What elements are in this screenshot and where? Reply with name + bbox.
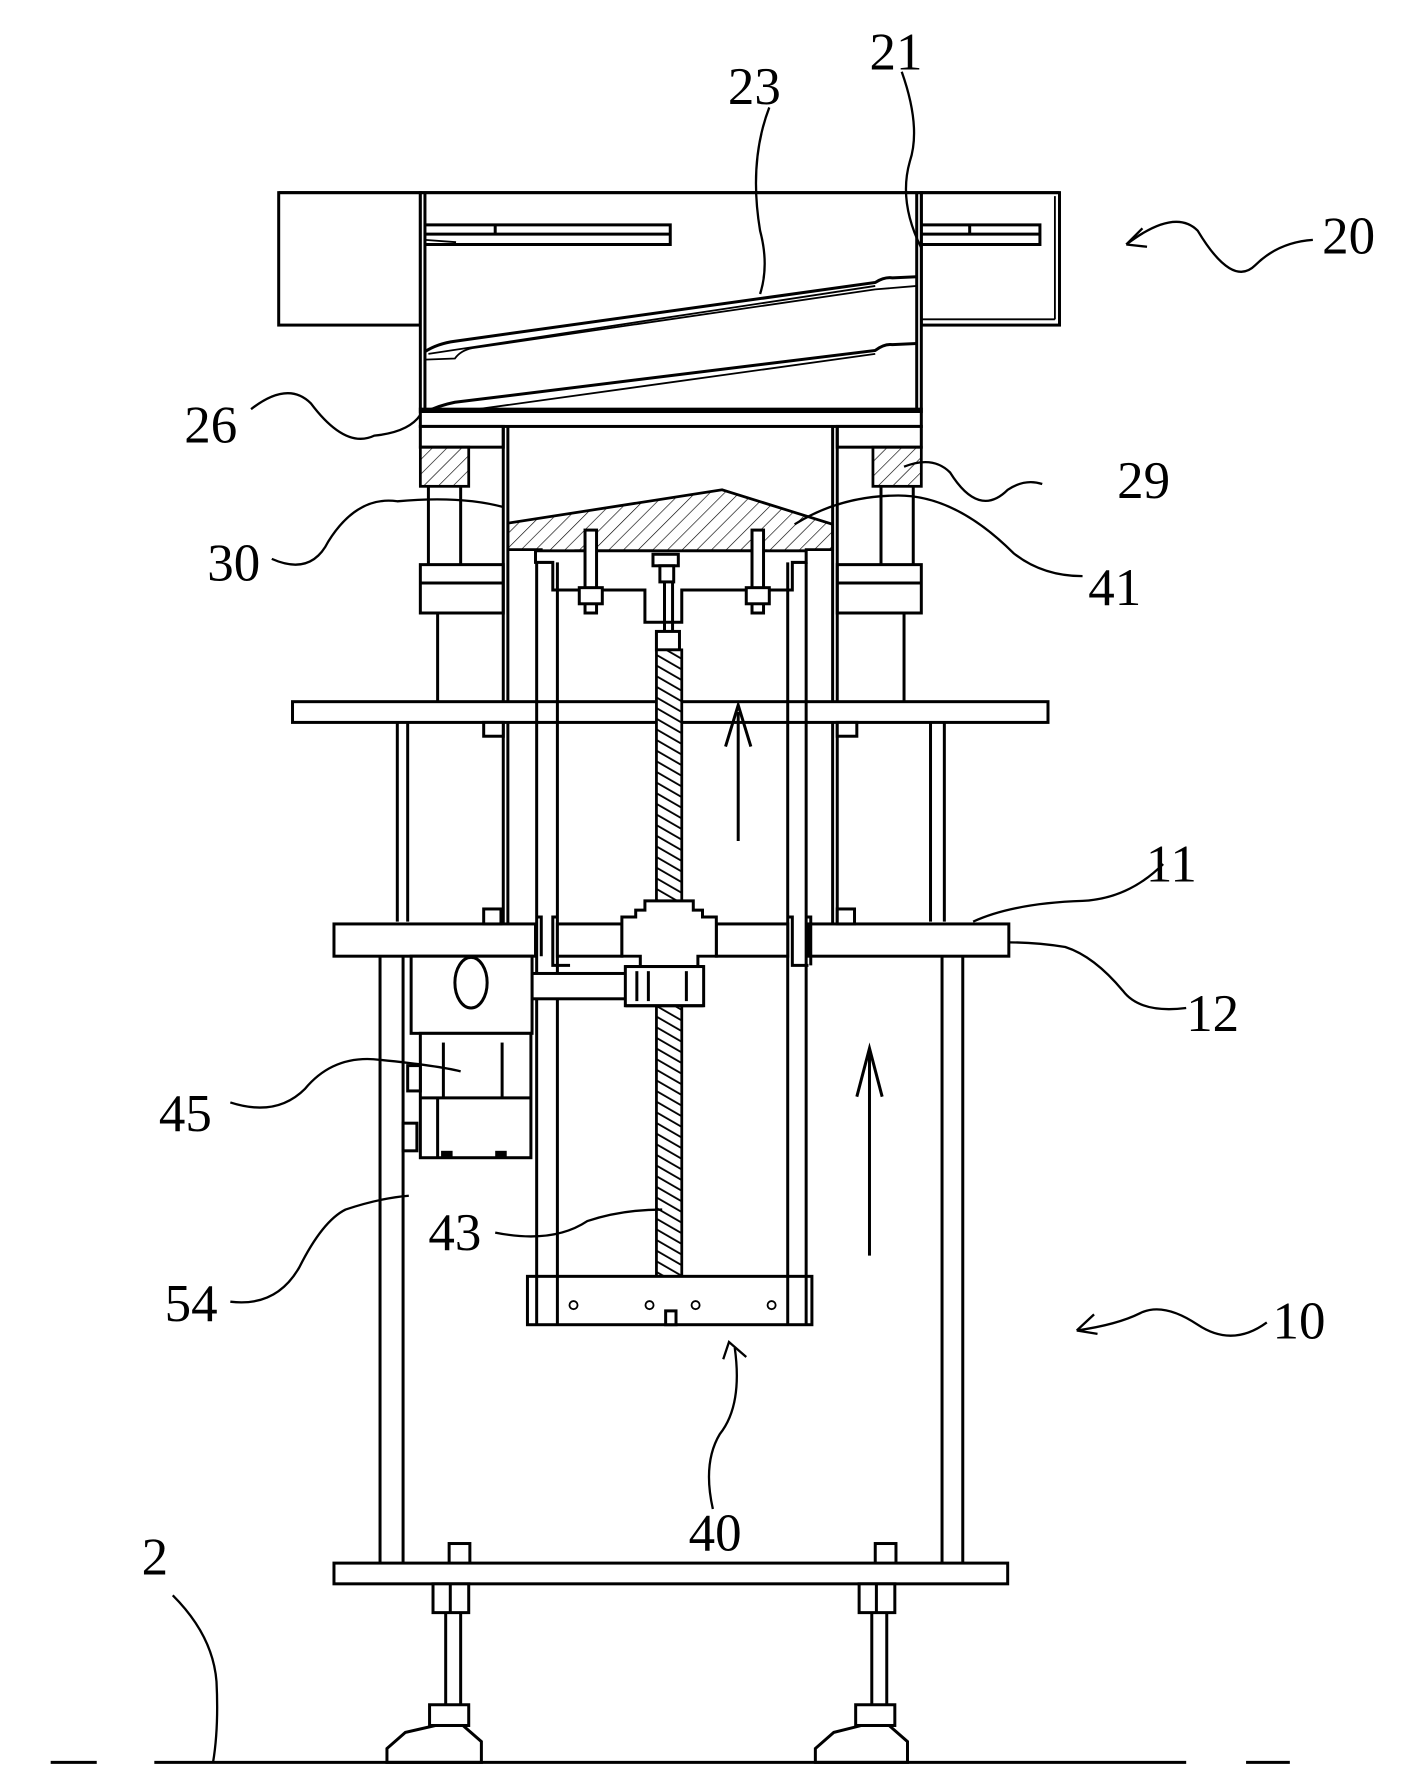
label-40: 40 xyxy=(689,1504,742,1562)
label-29: 29 xyxy=(1117,452,1170,510)
upper-lift-arrow xyxy=(724,700,753,842)
label-21: 21 xyxy=(869,23,922,81)
leveling-foot-right xyxy=(813,1582,909,1764)
feeding-assembly xyxy=(277,191,1062,428)
bottom-plate xyxy=(418,407,923,428)
reference-labels: 21 23 20 26 29 30 41 11 12 45 54 43 10 4… xyxy=(142,23,1375,1586)
label-11: 11 xyxy=(1146,835,1197,893)
label-45: 45 xyxy=(159,1085,212,1143)
base-plate xyxy=(332,1561,1010,1586)
support-structure xyxy=(291,424,1050,1564)
support-block-right xyxy=(871,445,923,488)
label-12: 12 xyxy=(1186,985,1239,1043)
hopper-right-box xyxy=(919,191,1062,327)
base xyxy=(50,1542,1290,1764)
label-2: 2 xyxy=(142,1529,168,1587)
leveling-foot-left xyxy=(385,1582,483,1764)
support-block-left xyxy=(418,445,471,488)
label-20: 20 xyxy=(1322,208,1375,266)
leader-lines xyxy=(171,71,1313,1763)
label-10: 10 xyxy=(1273,1293,1326,1351)
label-23: 23 xyxy=(728,58,781,116)
label-30: 30 xyxy=(207,535,260,593)
label-26: 26 xyxy=(184,397,237,455)
hopper-left-box xyxy=(277,191,422,327)
lower-lift-arrow xyxy=(855,1042,884,1256)
motor xyxy=(401,954,534,1160)
label-54: 54 xyxy=(165,1275,218,1333)
label-41: 41 xyxy=(1088,559,1141,617)
label-43: 43 xyxy=(428,1204,481,1262)
lifting-base xyxy=(525,1274,814,1327)
motor-slot xyxy=(453,955,489,1010)
belt-drive xyxy=(530,965,706,1008)
